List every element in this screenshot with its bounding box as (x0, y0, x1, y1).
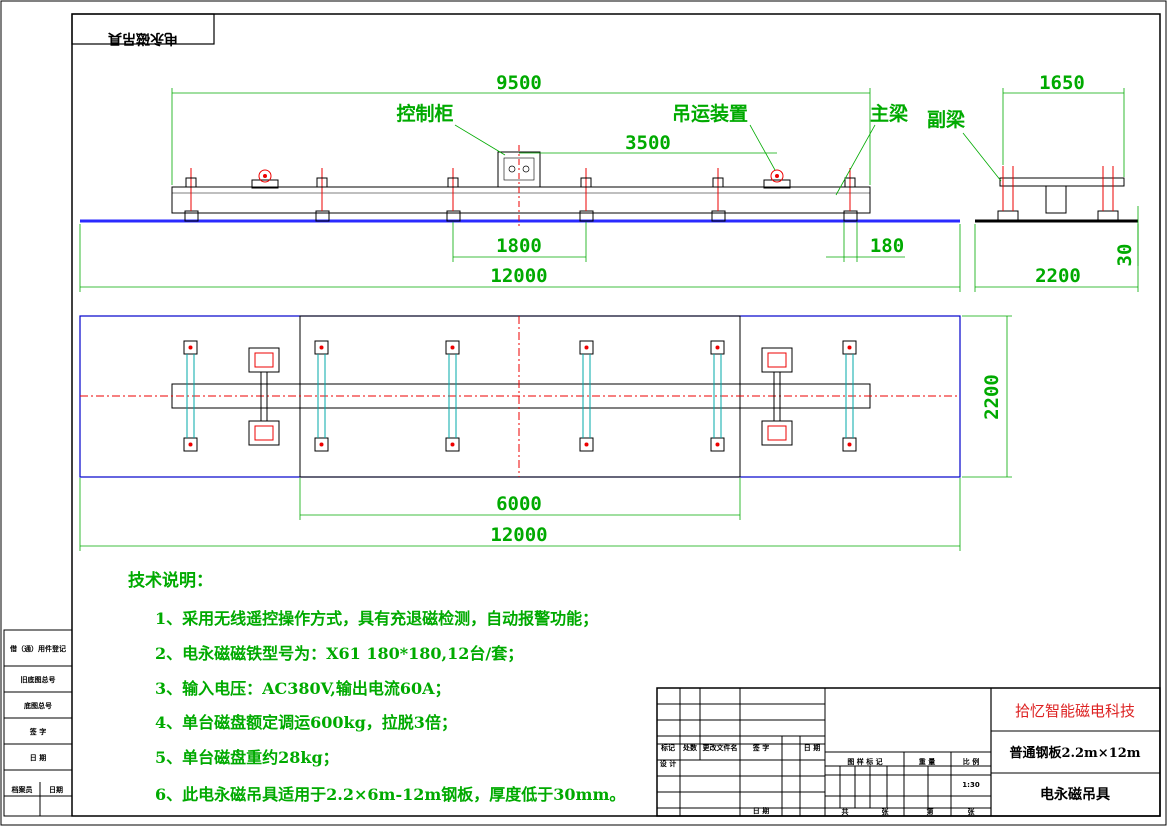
strip-label-6: 档案员 (11, 785, 33, 794)
scale-label: 比 例 (963, 757, 979, 766)
row-design: 设 计 (660, 759, 676, 768)
magnet-1 (184, 168, 199, 222)
note-item-3: 3、输入电压：AC380V,输出电流60A； (155, 679, 451, 698)
leader-lifting-device (749, 124, 776, 171)
plan-magnet-pairs (183, 340, 857, 452)
strip-label-3: 底图总号 (24, 701, 52, 710)
weight-label: 重 量 (919, 757, 935, 766)
cabinet-knob-right (522, 165, 530, 173)
stage-label: 图 样 标 记 (847, 757, 882, 766)
sheet-no-label: 第 (927, 807, 934, 816)
control-cabinet-panel (503, 157, 535, 181)
magnet-3 (446, 168, 461, 222)
pair-2 (314, 340, 329, 452)
strip-label-1: 借（通）用件登记 (9, 644, 66, 653)
plan-view: 2200 6000 12000 (79, 315, 1012, 551)
pair-5 (710, 340, 725, 452)
header-date: 日 期 (804, 743, 820, 752)
note-item-4: 4、单台磁盘额定调运600kg，拉脱3倍； (155, 713, 457, 732)
sheet-inner-border (71, 13, 1161, 817)
main-beam (171, 186, 871, 214)
magnet-6 (843, 168, 858, 222)
magnet-4 (579, 168, 594, 222)
pair-6 (842, 340, 857, 452)
strip-label-7: 日期 (49, 785, 63, 794)
technical-notes: 技术说明： 1、采用无线遥控操作方式，具有充退磁检测，自动报警功能； 2、电永磁… (128, 570, 625, 804)
dim-12000-front-text: 12000 (490, 265, 547, 287)
dim-2200-plan (962, 315, 1012, 478)
plan-lifter-left (248, 347, 280, 446)
magnet-2 (315, 168, 330, 222)
title-block (656, 687, 1161, 817)
drawing-name: 电永磁吊具 (1040, 786, 1110, 803)
dim-30-text: 30 (1114, 244, 1136, 267)
left-strip (3, 629, 73, 817)
dim-2200-side-text: 2200 (1035, 265, 1081, 287)
dim-180 (826, 222, 905, 262)
side-view: 副梁 1650 2200 30 (927, 72, 1139, 292)
dim-3500-text: 3500 (625, 132, 671, 154)
corner-title: 电永磁吊具 (108, 30, 178, 47)
pair-4 (579, 340, 594, 452)
strip-label-2: 旧底图总号 (21, 675, 56, 684)
drawing-spec: 普通钢板2.2m×12m (1009, 745, 1140, 761)
note-item-6: 6、此电永磁吊具适用于2.2×6m-12m钢板，厚度低于30mm。 (155, 785, 625, 804)
pair-3 (445, 340, 460, 452)
label-aux-beam: 副梁 (927, 108, 966, 131)
sheets-total-unit: 张 (882, 807, 890, 816)
header-count: 处数 (682, 743, 698, 752)
dim-1650-text: 1650 (1039, 72, 1085, 94)
strip-label-4: 签 字 (29, 727, 46, 736)
plan-lifter-right (761, 347, 793, 446)
dim-12000-front (79, 224, 961, 292)
company-name: 拾忆智能磁电科技 (1015, 702, 1135, 720)
label-control-cabinet: 控制柜 (396, 102, 453, 125)
cabinet-knob-left (508, 165, 516, 173)
dim-180-text: 180 (870, 235, 904, 257)
scale-value: 1:30 (962, 781, 980, 789)
front-magnets (184, 168, 858, 222)
note-item-5: 5、单台磁盘重约28kg； (155, 748, 339, 767)
header-change-doc: 更改文件名 (703, 743, 738, 752)
magnet-5 (711, 168, 726, 222)
leader-control-cabinet (454, 124, 506, 156)
sheets-total-label: 共 (842, 807, 849, 816)
dim-1650 (1002, 88, 1125, 177)
plan-lifting-devices (248, 347, 793, 446)
label-main-beam: 主梁 (870, 102, 909, 125)
pair-1 (183, 340, 198, 452)
dim-12000-plan (79, 478, 961, 551)
front-view: 9500 3500 控制柜 吊运装置 主梁 1800 180 (79, 72, 961, 292)
note-item-2: 2、电永磁磁铁型号为：X61 180*180,12台/套； (155, 644, 523, 663)
dim-9500 (171, 88, 871, 185)
note-item-1: 1、采用无线遥控操作方式，具有充退磁检测，自动报警功能； (155, 609, 598, 628)
dim-1800 (452, 222, 587, 262)
label-lifting-device: 吊运装置 (672, 102, 748, 125)
dim-2200-plan-text: 2200 (981, 374, 1003, 420)
dim-6000 (299, 478, 741, 520)
dim-1800-text: 1800 (496, 235, 542, 257)
aux-beam (999, 177, 1125, 187)
dim-6000-text: 6000 (496, 493, 542, 515)
notes-title: 技术说明： (128, 570, 213, 591)
strip-label-5: 日 期 (30, 753, 46, 762)
side-magnets (997, 166, 1119, 222)
header-sign: 签 字 (752, 743, 769, 752)
row-date: 日 期 (753, 806, 769, 815)
leader-main-beam (835, 124, 876, 196)
sheet-no-unit: 张 (968, 807, 976, 816)
dim-12000-plan-text: 12000 (490, 524, 547, 546)
header-mark: 标记 (660, 743, 675, 752)
lifting-device-left (251, 169, 279, 189)
side-cabinet (1045, 185, 1067, 214)
lifting-device-right (763, 169, 791, 189)
dim-9500-text: 9500 (496, 72, 542, 94)
corner-title-box (71, 13, 215, 45)
leader-aux-beam (962, 132, 1002, 182)
